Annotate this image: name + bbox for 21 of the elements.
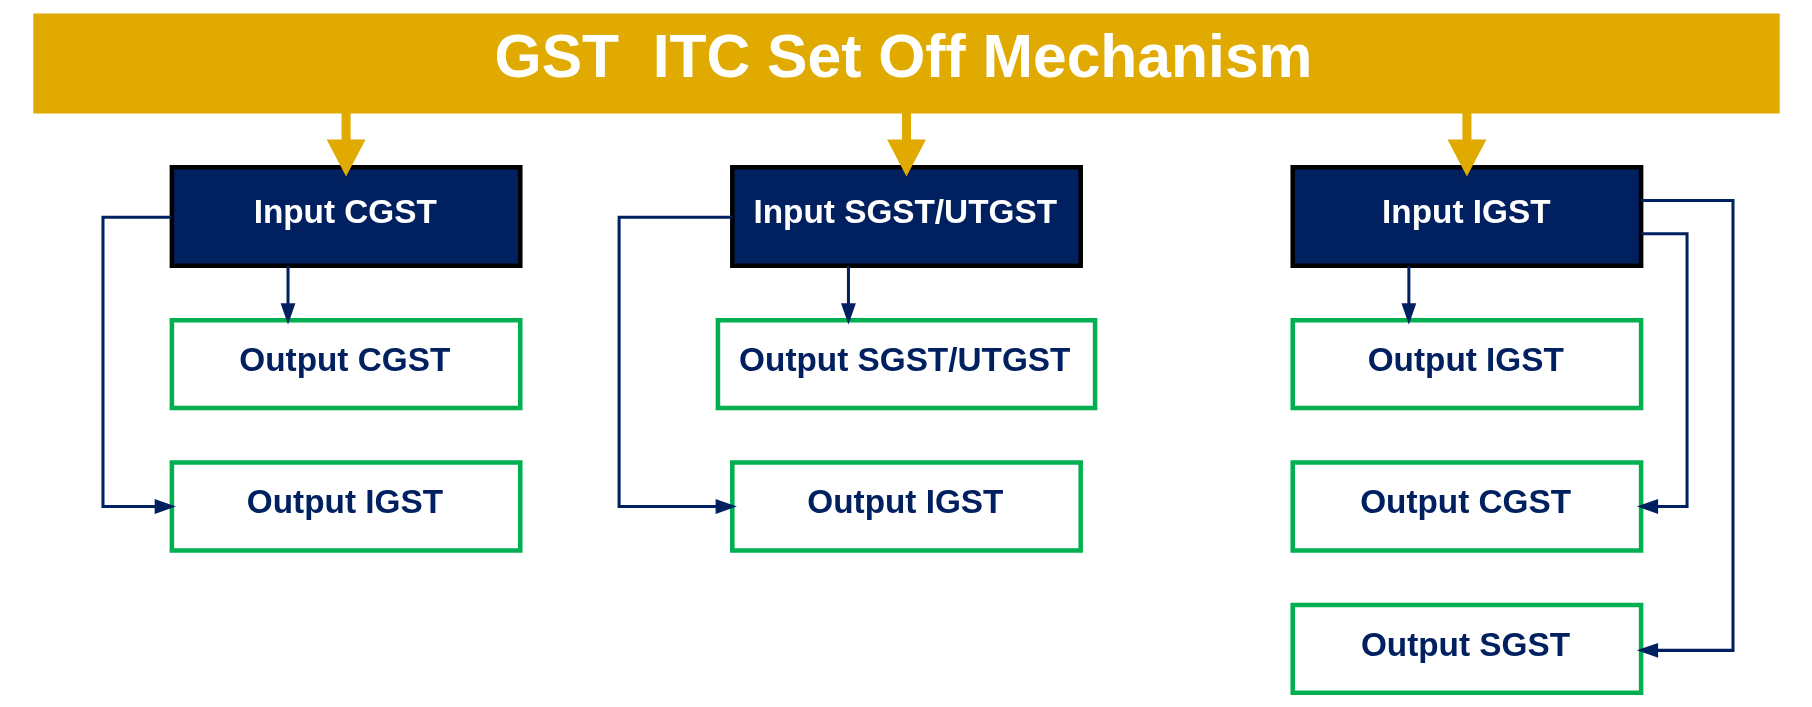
node-box: Output IGST [1289,317,1643,411]
node-box: Output SGST/UTGST [715,317,1097,411]
node-box: Output IGST [729,460,1083,553]
node-box: GST ITC Set Off Mechanism [32,13,1780,114]
node-box: Output CGST [1289,460,1643,553]
node-box: Input IGST [1289,164,1643,268]
node-box: Output CGST [169,317,523,411]
arrow [100,215,176,514]
arrow [1400,266,1416,325]
arrow [617,215,737,514]
node-box: Output SGST [1289,602,1643,696]
arrow [1636,199,1734,658]
arrow [840,266,856,325]
arrow [1636,232,1689,514]
arrow [280,266,295,325]
arrow [326,112,366,177]
node-box: Output IGST [169,460,523,553]
node-box: Input CGST [169,164,523,268]
arrow [1447,112,1486,177]
node-box: Input SGST/UTGST [729,164,1083,268]
arrow [886,112,926,177]
